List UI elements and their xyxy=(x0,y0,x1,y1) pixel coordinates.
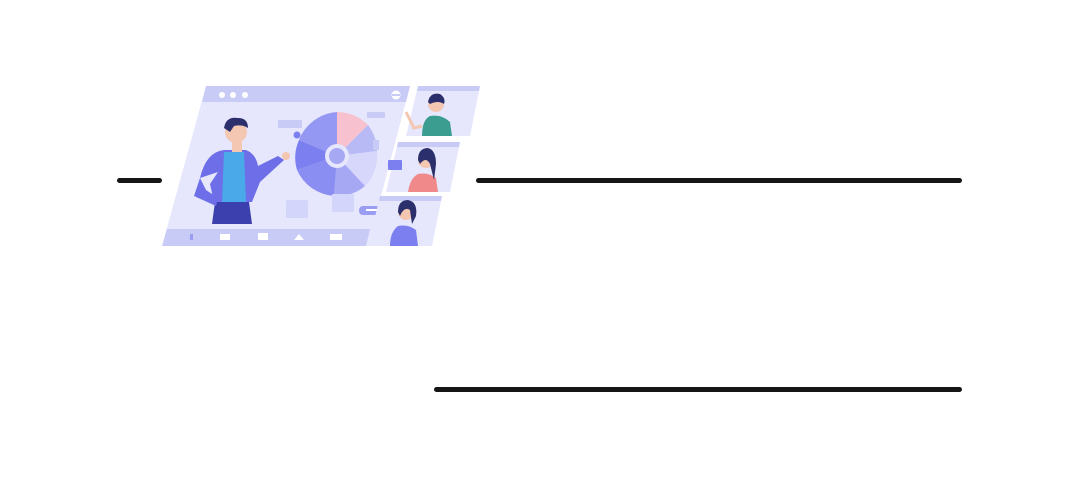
participant-tile-1 xyxy=(404,86,480,136)
participant-tile-3 xyxy=(368,196,442,246)
participant-tile-2 xyxy=(386,142,460,192)
pie-chart-icon xyxy=(295,112,378,197)
presenter-icon xyxy=(194,117,290,224)
divider-bottom xyxy=(434,387,962,392)
divider-top xyxy=(476,178,962,183)
divider-short-left xyxy=(117,178,162,183)
video-conference-illustration xyxy=(162,86,480,246)
